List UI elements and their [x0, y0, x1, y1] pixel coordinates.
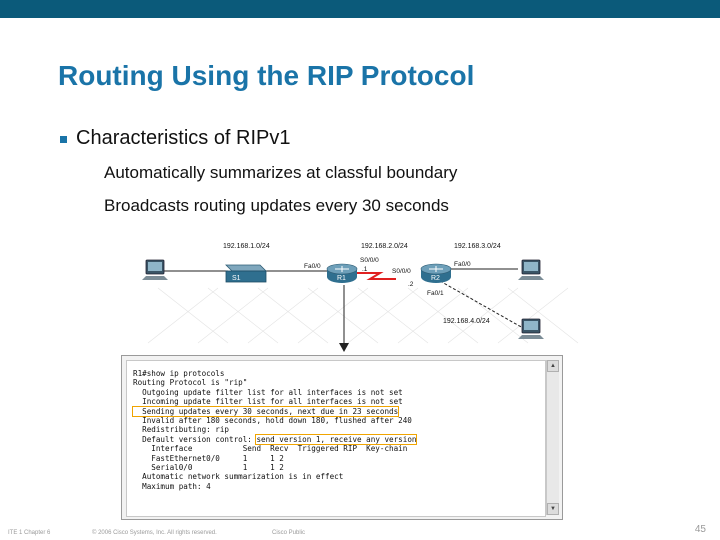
bullet-square-icon: [60, 136, 67, 143]
network-label-lan3: 192.168.3.0/24: [454, 243, 501, 250]
page-number: 45: [694, 524, 706, 535]
pc-right-top-icon: [518, 259, 544, 280]
pointer-arrow-icon: [339, 343, 349, 352]
terminal-line: Routing Protocol is "rip": [133, 378, 248, 388]
terminal-line: Maximum path: 4: [133, 481, 211, 491]
terminal-line: Serial0/0 1 1 2: [133, 463, 284, 473]
sub-bullet-broadcast: Broadcasts routing updates every 30 seco…: [104, 196, 449, 215]
r1-fa-label: Fa0/0: [304, 263, 321, 270]
footer-copyright: © 2006 Cisco Systems, Inc. All rights re…: [92, 530, 217, 536]
terminal-line: R1#show ip protocols: [133, 369, 225, 378]
bullet-text: Characteristics of RIPv1: [76, 127, 291, 149]
terminal-line: Incoming update filter list for all inte…: [133, 397, 403, 407]
terminal-line: Interface Send Recv Triggered RIP Key-ch…: [133, 444, 408, 454]
bullet-item: Characteristics of RIPv1: [60, 127, 291, 150]
footer-course: ITE 1 Chapter 6: [8, 530, 51, 536]
terminal-line-highlighted: Default version control: send version 1,…: [127, 433, 545, 445]
terminal-line: FastEthernet0/0 1 1 2: [133, 453, 284, 463]
router-r2-label: R2: [431, 275, 440, 282]
terminal-line: Outgoing update filter list for all inte…: [133, 387, 403, 397]
r2-fa1-label: Fa0/1: [427, 290, 444, 297]
pc-right-bottom-icon: [518, 318, 544, 339]
r2-serial-label: S0/0/0: [392, 268, 411, 275]
terminal-line: Automatic network summarization is in ef…: [133, 472, 344, 482]
terminal-scrollbar[interactable]: ▲ ▼: [546, 360, 559, 515]
scroll-up-icon[interactable]: ▲: [547, 360, 559, 372]
r2-fa0-label: Fa0/0: [454, 261, 471, 268]
terminal-output: R1#show ip protocols Routing Protocol is…: [126, 360, 546, 517]
top-banner: [0, 0, 720, 18]
r1-serial-label: S0/0/0: [360, 257, 379, 264]
default-version-prefix: Default version control:: [133, 434, 257, 444]
switch-icon: [225, 264, 267, 283]
terminal-window: R1#show ip protocols Routing Protocol is…: [121, 355, 563, 520]
sub-bullet-summarize: Automatically summarizes at classful bou…: [104, 163, 458, 182]
version-highlight: send version 1, receive any version: [255, 433, 418, 445]
link-r2-pc4: [439, 280, 524, 329]
serial-link: [356, 272, 396, 280]
network-label-wan: 192.168.2.0/24: [361, 243, 408, 250]
network-topology-diagram: S1 R1 R2 192.168.1.0/24 192.168.2.0/24 1…: [142, 243, 579, 352]
router-r1-icon: [326, 263, 358, 283]
pc-left-icon: [142, 259, 168, 280]
router-r2-icon: [420, 263, 452, 283]
sending-updates-highlight: Sending updates every 30 seconds, next d…: [131, 405, 400, 417]
slide-title: Routing Using the RIP Protocol: [58, 60, 475, 91]
terminal-line: Redistributing: rip: [133, 425, 230, 435]
terminal-line-highlighted: Sending updates every 30 seconds, next d…: [127, 405, 545, 417]
router-r1-label: R1: [337, 275, 346, 282]
network-label-lan4: 192.168.4.0/24: [443, 318, 490, 325]
network-label-lan1: 192.168.1.0/24: [223, 243, 270, 250]
terminal-line: Invalid after 180 seconds, hold down 180…: [133, 416, 412, 426]
footer-classification: Cisco Public: [272, 530, 306, 536]
r1-host-label: .1: [362, 266, 368, 273]
switch-label: S1: [232, 275, 241, 282]
scroll-down-icon[interactable]: ▼: [547, 503, 559, 515]
r2-host-label: .2: [408, 281, 414, 288]
floor-grid: [147, 287, 579, 344]
